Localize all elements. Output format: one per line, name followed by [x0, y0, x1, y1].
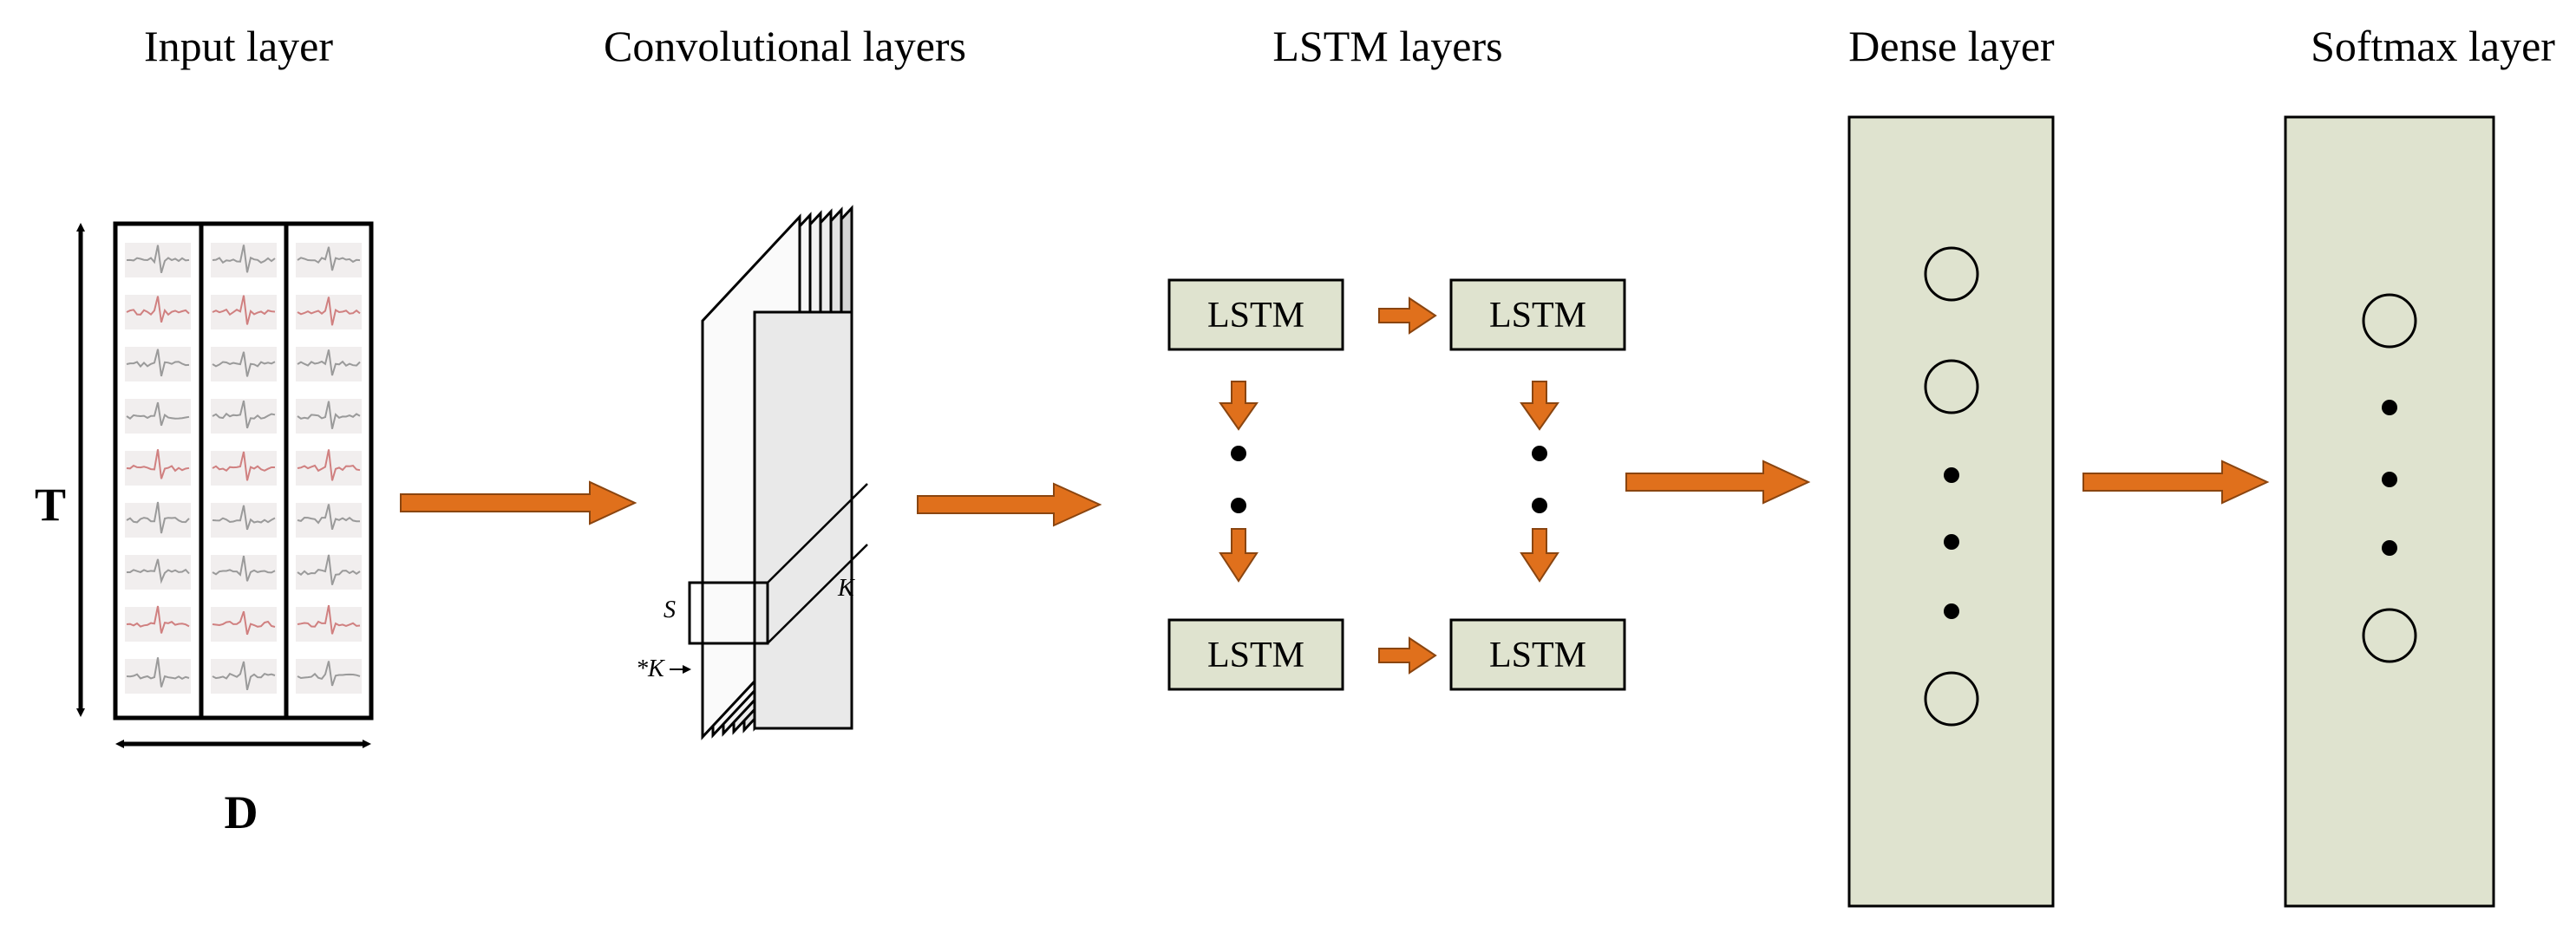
signal-trace [212, 351, 276, 377]
flow-arrow-lstm-dense [1625, 460, 1811, 505]
s-label: S [664, 597, 676, 623]
t-label: T [35, 479, 66, 531]
signal-trace [297, 246, 361, 271]
signal-trace [297, 297, 361, 326]
lstm-ellipsis-dot [1532, 446, 1547, 461]
dense-neuron [1924, 671, 1979, 727]
signal-trace [126, 401, 190, 427]
kernel-window [688, 581, 769, 645]
dense-layer-title: Dense layer [1848, 22, 2055, 70]
softmax-ellipsis-dot [2382, 400, 2397, 415]
lstm-layers: LSTM LSTM LSTM LSTM [1167, 278, 1626, 691]
signal-trace [297, 604, 361, 635]
signal-trace [126, 605, 190, 634]
dense-ellipsis-dot [1944, 534, 1959, 550]
lstm-cell-top-right: LSTM [1449, 278, 1626, 351]
signal-trace [212, 661, 276, 690]
input-layer-title: Input layer [144, 22, 333, 70]
signal-trace [297, 504, 360, 531]
softmax-neuron [2362, 608, 2417, 663]
softmax-layer-title: Softmax layer [2311, 22, 2555, 70]
lstm-cell-label: LSTM [1207, 296, 1304, 336]
signal-trace [297, 449, 361, 481]
softmax-layer [2284, 115, 2495, 908]
conv-layers: S K *K [636, 205, 868, 740]
lstm-down-arrow-left-bottom [1219, 528, 1259, 583]
signal-trace [297, 401, 361, 429]
signal-trace [127, 558, 190, 584]
signal-trace [212, 400, 276, 429]
lstm-cell-bottom-right: LSTM [1449, 618, 1626, 691]
signal-trace [126, 245, 190, 273]
lstm-cell-bottom-left: LSTM [1167, 618, 1344, 691]
signal-trace [212, 451, 275, 481]
kernel-projection-bottom [767, 544, 868, 644]
lstm-cell-label: LSTM [1207, 636, 1304, 675]
signal-trace [212, 295, 276, 325]
flow-arrow-input-conv [400, 480, 637, 525]
signal-traces [125, 243, 362, 694]
signal-trace [126, 657, 190, 688]
lstm-ellipsis-dot [1231, 446, 1246, 461]
conv-layers-title: Convolutional layers [604, 22, 966, 70]
lstm-cell-top-left: LSTM [1167, 278, 1344, 351]
feature-map-stack [701, 205, 853, 740]
lstm-ellipsis-dot [1532, 498, 1547, 513]
signal-trace [297, 349, 361, 376]
dense-neuron [1924, 359, 1979, 414]
signal-trace [297, 661, 361, 687]
signal-trace [212, 245, 276, 273]
dense-panel [1847, 115, 2055, 908]
signal-trace [212, 505, 276, 531]
dense-layer [1847, 115, 2055, 908]
lstm-arrow-bottom [1378, 636, 1437, 675]
signal-trace [297, 554, 361, 585]
lstm-cell-label: LSTM [1489, 636, 1586, 675]
k-label: K [837, 575, 855, 602]
softmax-neuron [2362, 293, 2417, 349]
feature-map-front [753, 310, 853, 730]
signal-trace [126, 449, 190, 479]
lstm-down-arrow-right-bottom [1520, 528, 1559, 583]
lstm-down-arrow-left-top [1219, 381, 1259, 431]
lstm-down-arrow-right-top [1520, 381, 1559, 431]
lstm-ellipsis-dot [1231, 498, 1246, 513]
flow-arrow-dense-softmax [2082, 460, 2270, 505]
signal-trace [126, 349, 190, 377]
lstm-arrow-top [1378, 297, 1437, 335]
lstm-layers-title: LSTM layers [1272, 22, 1502, 70]
input-layer: T D [35, 221, 374, 838]
lstm-cell-label: LSTM [1489, 296, 1586, 336]
flow-arrow-conv-lstm [917, 482, 1102, 527]
signal-trace [126, 501, 190, 534]
signal-trace [212, 610, 276, 636]
signal-trace [126, 296, 190, 323]
softmax-ellipsis-dot [2382, 472, 2397, 487]
k-label-left: *K [636, 655, 665, 682]
dense-ellipsis-dot [1944, 467, 1959, 483]
dense-ellipsis-dot [1944, 603, 1959, 619]
signal-trace [212, 555, 276, 582]
softmax-panel [2284, 115, 2495, 908]
dense-neuron [1924, 246, 1979, 302]
softmax-ellipsis-dot [2382, 540, 2397, 556]
d-label: D [225, 786, 258, 838]
kernel-projection-top [767, 483, 868, 584]
